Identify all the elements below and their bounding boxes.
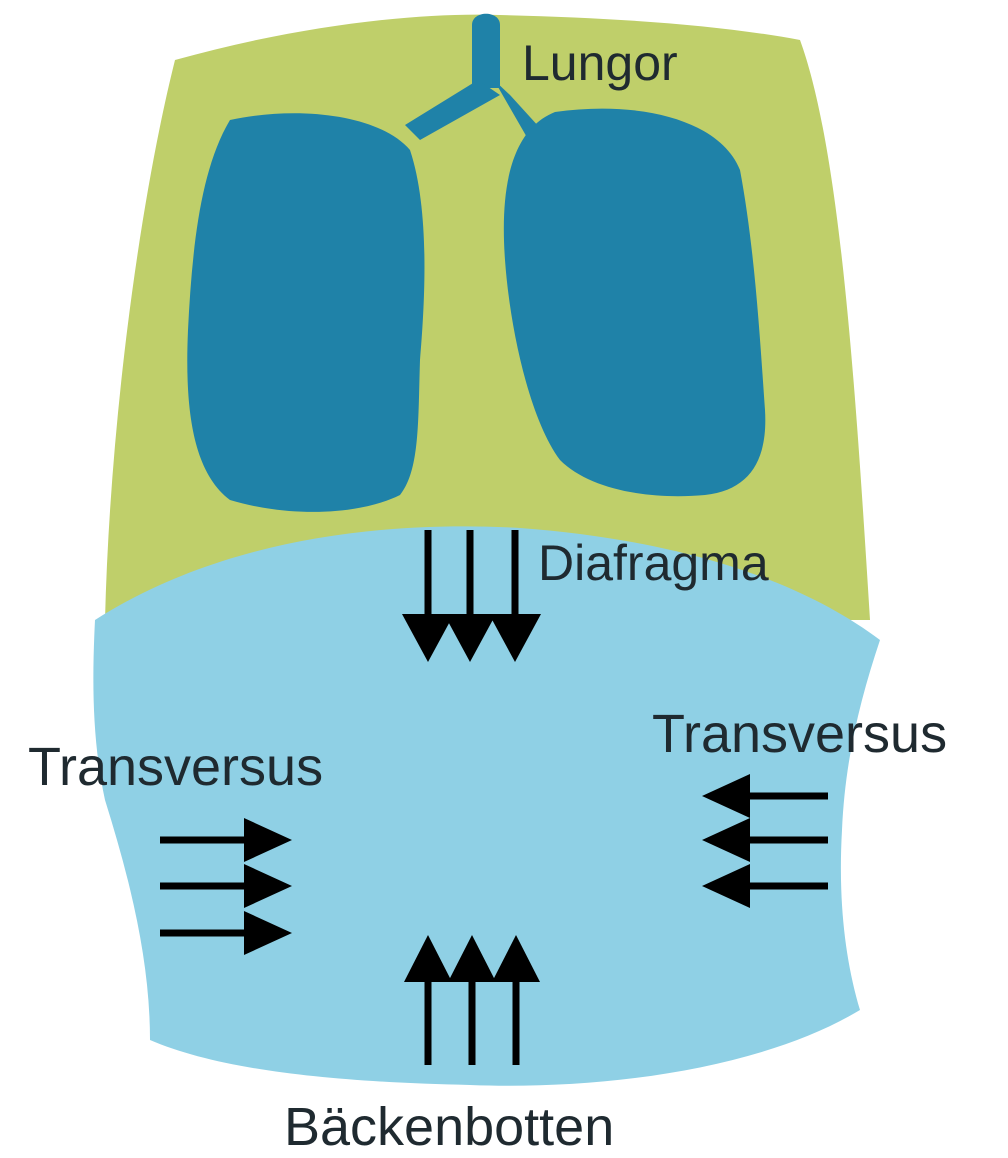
transversus-right-arrows: [702, 774, 828, 908]
left-lung: [187, 113, 424, 512]
transversus-left-arrows: [160, 818, 292, 955]
transversus-left-label: Transversus: [28, 737, 323, 797]
transversus-right-label: Transversus: [652, 704, 947, 764]
lungs-label: Lungor: [522, 35, 678, 91]
diaphragm-label: Diafragma: [538, 535, 769, 591]
pelvic-floor-label: Bäckenbotten: [284, 1097, 614, 1157]
abdomen-region: [93, 526, 880, 1085]
